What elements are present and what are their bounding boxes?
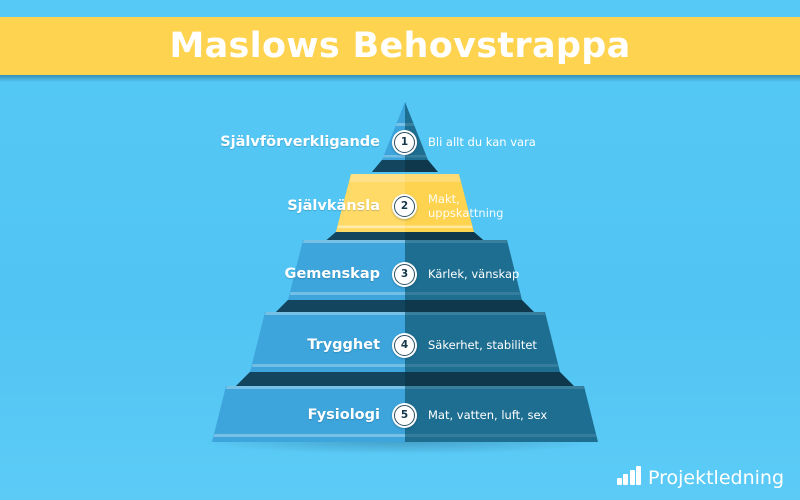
level-2-badge[interactable]: 2 [392, 193, 417, 219]
level-1-badge[interactable]: 1 [392, 129, 417, 155]
level-4-face-right [405, 312, 560, 372]
level-3-badge[interactable]: 3 [392, 261, 417, 287]
level-3-base-shadow-left [274, 300, 405, 314]
footer-logo[interactable]: Projektledning [616, 466, 784, 489]
level-1-stripe-top-right [405, 123, 415, 126]
pyramid-level-4[interactable] [232, 312, 578, 388]
level-1-stripe-bottom-left [383, 155, 405, 158]
pyramid-level-3[interactable] [270, 240, 540, 316]
level-4-base-shadow-left [236, 372, 405, 386]
header-banner-shadow [0, 75, 800, 82]
bar-chart-icon [616, 466, 643, 485]
level-4-stripe-bottom-right [405, 364, 559, 367]
level-2-description-text: Makt, uppskattning [428, 192, 504, 220]
level-3-stripe-bottom-left [289, 292, 405, 295]
pyramid-level-2[interactable] [318, 174, 492, 246]
pyramid-level-5[interactable] [194, 386, 616, 448]
level-5-face-right [405, 386, 598, 442]
page-title: Maslows Behovstrappa [169, 26, 631, 66]
level-5-face-left [212, 386, 405, 442]
level-1-description: Bli allt du kan vara [428, 135, 536, 149]
level-3-number: 3 [400, 267, 409, 280]
level-5-stripe-top-left [225, 386, 405, 389]
level-1-label: Självförverkligande [220, 134, 380, 150]
level-5-description: Mat, vatten, luft, sex [428, 408, 548, 422]
level-1-stripe-bottom-right [405, 155, 427, 158]
level-2-stripe-top [350, 174, 461, 182]
logo-text: Projektledning [647, 467, 784, 489]
level-1-stripe-top-left [395, 123, 405, 126]
level-5-badge[interactable]: 5 [392, 402, 417, 428]
level-4-face-left [250, 312, 405, 372]
level-3-stripe-top-right [405, 240, 508, 243]
level-1-number: 1 [400, 135, 409, 148]
header-banner [0, 17, 800, 75]
level-2-face-left [336, 174, 405, 232]
level-3-stripe-bottom-right [405, 292, 521, 295]
level-2-stripe-bottom [337, 225, 473, 228]
level-4-stripe-bottom-left [251, 364, 405, 367]
level-3-face-right [405, 240, 522, 300]
level-2-description: Makt, uppskattning [428, 192, 510, 220]
level-4-number: 4 [400, 338, 409, 351]
level-2-number: 2 [400, 199, 409, 212]
level-2-label: Självkänsla [287, 198, 380, 214]
level-4-description: Säkerhet, stabilitet [428, 338, 537, 352]
level-5-label: Fysiologi [307, 407, 380, 423]
level-4-label: Trygghet [307, 337, 380, 353]
level-3-stripe-top-left [302, 240, 405, 243]
level-3-label: Gemenskap [284, 266, 380, 282]
level-5-stripe-top-right [405, 386, 585, 389]
level-3-face-left [288, 240, 405, 300]
level-5-stripe-bottom-left [213, 434, 405, 437]
level-4-stripe-top-right [405, 312, 546, 315]
level-5-stripe-bottom-right [405, 434, 597, 437]
level-4-badge[interactable]: 4 [392, 332, 417, 358]
level-1-base-shadow-left [372, 160, 405, 172]
level-5-number: 5 [400, 408, 409, 421]
level-3-description: Kärlek, vänskap [428, 267, 520, 281]
level-4-stripe-top-left [264, 312, 405, 315]
